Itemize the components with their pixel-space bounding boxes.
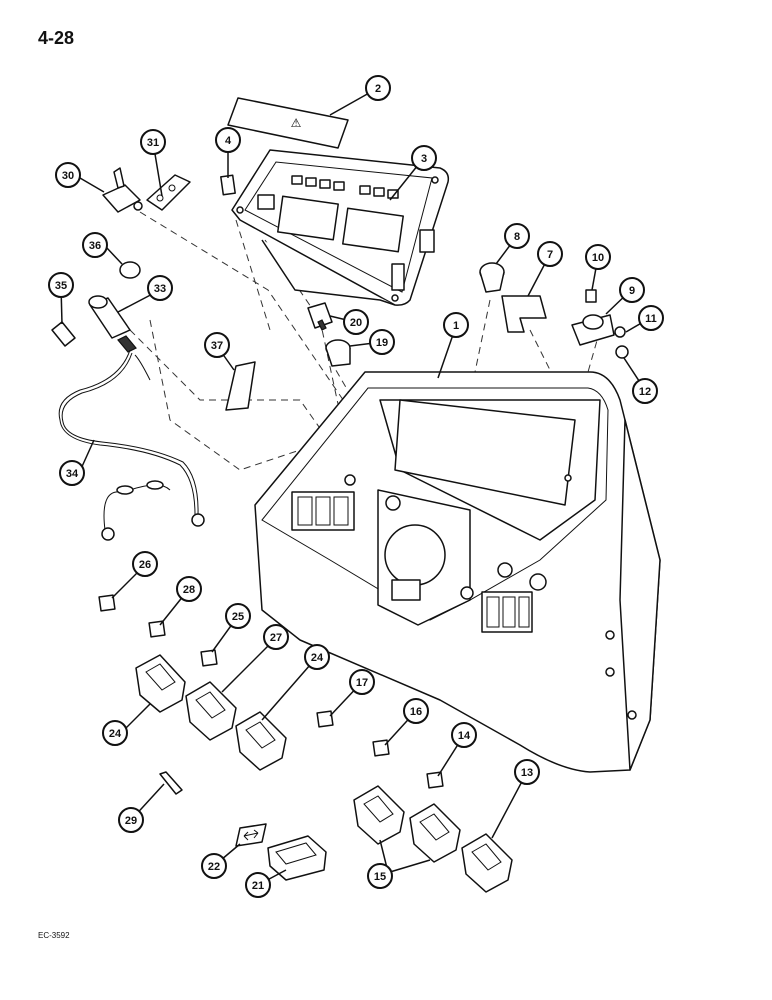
callout-24-left: 24 <box>102 720 128 746</box>
callout-13: 13 <box>514 759 540 785</box>
toggle-switch <box>102 167 143 213</box>
figure-code: EC-3592 <box>38 931 70 940</box>
callout-20: 20 <box>343 309 369 335</box>
callout-30: 30 <box>55 162 81 188</box>
warning-triangle-icon: ⚠ <box>291 116 302 130</box>
svg-text:35: 35 <box>55 280 67 292</box>
pin <box>159 771 183 795</box>
light-switch <box>479 262 505 293</box>
svg-text:37: 37 <box>211 340 223 352</box>
callout-36: 36 <box>82 232 108 258</box>
callout-4: 4 <box>215 127 241 153</box>
callout-34: 34 <box>59 460 85 486</box>
callout-15: 15 <box>367 863 393 889</box>
callout-25: 25 <box>225 603 251 629</box>
callout-12: 12 <box>632 378 658 404</box>
svg-text:8: 8 <box>514 231 520 243</box>
horn-button <box>571 314 615 346</box>
svg-text:27: 27 <box>270 632 282 644</box>
instrument-cluster <box>231 149 450 306</box>
svg-text:30: 30 <box>62 170 74 182</box>
rotary-switch <box>325 339 351 367</box>
callout-21: 21 <box>245 872 271 898</box>
callout-35: 35 <box>48 272 74 298</box>
callout-7: 7 <box>537 241 563 267</box>
mounting-plate <box>146 174 191 211</box>
svg-text:25: 25 <box>232 611 244 623</box>
page-number: 4-28 <box>38 28 75 48</box>
blank-decal <box>225 361 256 411</box>
relay <box>307 302 333 331</box>
callout-labels: 2 3 4 30 31 36 35 33 34 37 20 19 1 8 7 1… <box>48 75 664 898</box>
callout-17: 17 <box>349 669 375 695</box>
cap <box>119 261 141 279</box>
svg-text:33: 33 <box>154 283 166 295</box>
svg-text:1: 1 <box>453 320 459 332</box>
small-decals <box>98 594 444 789</box>
fuse <box>51 321 76 347</box>
callout-22: 22 <box>201 853 227 879</box>
svg-text:15: 15 <box>374 871 386 883</box>
washer <box>614 326 626 338</box>
svg-text:2: 2 <box>375 83 381 95</box>
svg-text:4: 4 <box>225 135 232 147</box>
callout-26: 26 <box>132 551 158 577</box>
arrow-decal <box>235 823 267 847</box>
callout-11: 11 <box>638 305 664 331</box>
svg-text:31: 31 <box>147 137 159 149</box>
screw <box>585 289 597 303</box>
svg-text:24: 24 <box>109 728 122 740</box>
svg-text:36: 36 <box>89 240 101 252</box>
svg-text:3: 3 <box>421 153 427 165</box>
console-housing <box>254 371 661 773</box>
svg-text:26: 26 <box>139 559 151 571</box>
svg-text:28: 28 <box>183 584 195 596</box>
callout-10: 10 <box>585 244 611 270</box>
svg-text:10: 10 <box>592 252 604 264</box>
rocker-switches <box>135 654 513 893</box>
bolt <box>220 174 236 196</box>
svg-text:14: 14 <box>458 730 471 742</box>
wide-switch <box>267 835 327 881</box>
callout-14: 14 <box>451 722 477 748</box>
svg-text:16: 16 <box>410 706 422 718</box>
callout-37: 37 <box>204 332 230 358</box>
svg-text:13: 13 <box>521 767 533 779</box>
gasket-plate <box>501 295 547 333</box>
svg-text:12: 12 <box>639 386 651 398</box>
svg-text:22: 22 <box>208 861 220 873</box>
callout-33: 33 <box>147 275 173 301</box>
callout-8: 8 <box>504 223 530 249</box>
callout-27: 27 <box>263 624 289 650</box>
svg-text:34: 34 <box>66 468 79 480</box>
callout-3: 3 <box>411 145 437 171</box>
callout-2: 2 <box>365 75 391 101</box>
wiring-harness <box>58 349 205 541</box>
callout-19: 19 <box>369 329 395 355</box>
callout-28: 28 <box>176 576 202 602</box>
callout-16: 16 <box>403 698 429 724</box>
nut <box>615 345 629 359</box>
svg-text:7: 7 <box>547 249 553 261</box>
svg-text:11: 11 <box>645 313 657 325</box>
callout-31: 31 <box>140 129 166 155</box>
svg-text:17: 17 <box>356 677 368 689</box>
callout-29: 29 <box>118 807 144 833</box>
lighter-socket <box>88 295 137 353</box>
svg-text:9: 9 <box>629 285 635 297</box>
svg-text:20: 20 <box>350 317 362 329</box>
svg-text:24: 24 <box>311 652 324 664</box>
callout-24-right: 24 <box>304 644 330 670</box>
svg-text:29: 29 <box>125 815 137 827</box>
svg-text:19: 19 <box>376 337 388 349</box>
callout-1: 1 <box>443 312 469 338</box>
svg-text:21: 21 <box>252 880 264 892</box>
callout-9: 9 <box>619 277 645 303</box>
warning-decal: ⚠ <box>227 97 349 149</box>
